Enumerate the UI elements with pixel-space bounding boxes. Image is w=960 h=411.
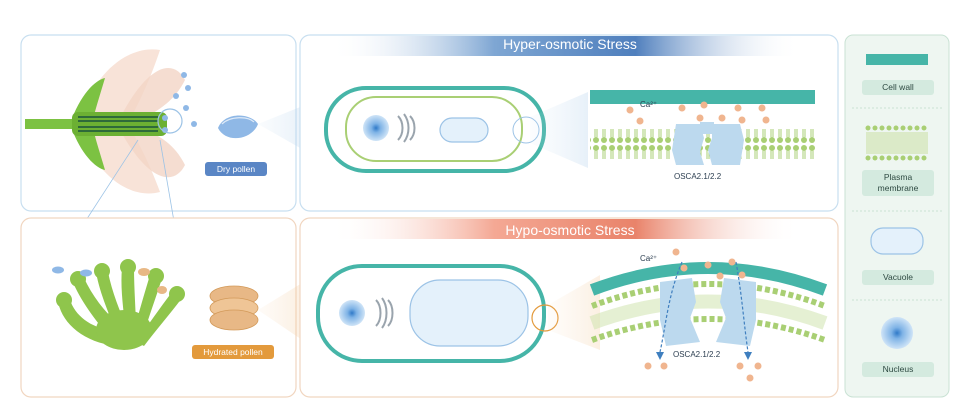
legend-panel: [844, 34, 950, 398]
hypo-osmotic-title: Hypo-osmotic Stress: [505, 222, 635, 238]
legend-plasma-line1: Plasma: [883, 172, 913, 182]
legend-plasma-line2: membrane: [877, 183, 919, 193]
channel-label-bottom: OSCA2.1/2.2: [673, 350, 721, 359]
hydrated-pollen-label: Hydrated pollen: [192, 345, 274, 359]
calcium-label-top: Ca²⁺: [640, 100, 658, 109]
dry-pollen-label: Dry pollen: [205, 162, 267, 176]
hyper-osmotic-panel: [299, 34, 839, 212]
legend-nucleus: Nucleus: [862, 362, 934, 377]
legend-cell-wall: Cell wall: [862, 80, 934, 95]
channel-label-top: OSCA2.1/2.2: [674, 172, 722, 181]
calcium-label-bottom: Ca²⁺: [640, 254, 658, 263]
flower-panel: [20, 34, 297, 269]
hyper-osmotic-title: Hyper-osmotic Stress: [503, 36, 637, 52]
hypo-osmotic-panel: [299, 217, 839, 398]
legend-vacuole: Vacuole: [862, 270, 934, 285]
legend-plasma-membrane: Plasma membrane: [862, 170, 934, 196]
